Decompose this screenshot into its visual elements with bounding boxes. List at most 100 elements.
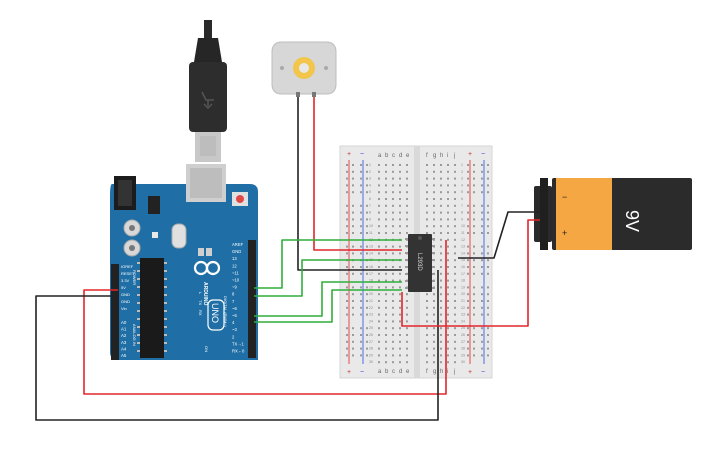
bb-hole bbox=[392, 300, 394, 302]
bb-hole bbox=[392, 279, 394, 282]
wire-battery-red[interactable] bbox=[401, 219, 540, 327]
bb-hole bbox=[426, 204, 428, 207]
wire-5v-red[interactable] bbox=[83, 240, 447, 395]
bb-row-number: 2 bbox=[461, 170, 463, 174]
bb-rail-hole bbox=[481, 300, 483, 302]
bb-hole bbox=[399, 211, 401, 214]
bb-hole bbox=[406, 327, 408, 330]
dc-motor[interactable] bbox=[271, 41, 337, 97]
bb-hole bbox=[406, 164, 408, 166]
bb-rail-hole bbox=[487, 245, 489, 248]
bb-row-number: 26 bbox=[461, 333, 465, 337]
bb-rail-hole bbox=[360, 300, 362, 302]
bb-rail-hole bbox=[366, 327, 368, 330]
bb-rail-hole bbox=[481, 184, 483, 187]
bb-rail-hole bbox=[360, 232, 362, 234]
bb-hole bbox=[440, 306, 442, 309]
bb-hole bbox=[392, 313, 394, 316]
digital-pin-label: 7 bbox=[232, 299, 235, 304]
bb-hole bbox=[406, 293, 408, 296]
bb-hole bbox=[433, 204, 435, 207]
bb-hole bbox=[447, 327, 449, 330]
bb-hole bbox=[385, 340, 387, 343]
bb-hole bbox=[447, 286, 449, 289]
bb-rail-hole bbox=[467, 232, 469, 234]
bb-hole bbox=[385, 245, 387, 248]
bb-col-f-bottom: f bbox=[426, 369, 428, 375]
bb-hole bbox=[385, 232, 387, 234]
bb-rail-hole bbox=[467, 252, 469, 255]
bb-hole bbox=[454, 184, 456, 187]
bb-rail-hole bbox=[366, 211, 368, 214]
arduino-uno[interactable]: ARDUINO UNO TX RX L ON AREFGND1312~11~10… bbox=[110, 164, 258, 360]
bb-hole bbox=[406, 170, 408, 173]
bb-hole bbox=[378, 170, 380, 173]
wire-gnd-black[interactable] bbox=[35, 270, 439, 421]
bb-row-number: 5 bbox=[369, 190, 371, 194]
bb-hole bbox=[447, 198, 449, 200]
bb-rail-hole bbox=[346, 313, 348, 316]
bb-hole bbox=[447, 218, 449, 221]
bb-rail-hole bbox=[360, 313, 362, 316]
bb-hole bbox=[385, 252, 387, 255]
bb-hole bbox=[406, 177, 408, 180]
bb-hole bbox=[433, 184, 435, 187]
bb-hole bbox=[385, 211, 387, 214]
bb-hole bbox=[447, 347, 449, 350]
wire-green-pin5[interactable] bbox=[254, 289, 402, 323]
bb-hole bbox=[378, 198, 380, 200]
digital-pin-label: 13 bbox=[232, 256, 237, 261]
bb-rail-hole bbox=[360, 170, 362, 173]
analog-pin-label: A4 bbox=[121, 346, 127, 351]
wire-motor-black[interactable] bbox=[297, 97, 402, 271]
bb-hole bbox=[385, 184, 387, 187]
bb-row-number: 22 bbox=[461, 306, 465, 310]
wire-battery-black[interactable] bbox=[458, 211, 540, 259]
wire-green-pin9[interactable] bbox=[254, 259, 402, 297]
bb-rail-hole bbox=[487, 327, 489, 330]
bb-hole bbox=[385, 164, 387, 166]
bb-rail-hole bbox=[467, 245, 469, 248]
bb-hole bbox=[440, 361, 442, 364]
battery-9v[interactable]: 9V − + bbox=[534, 178, 692, 250]
bb-col-c: c bbox=[392, 153, 395, 159]
wire-green-pin10[interactable] bbox=[254, 239, 402, 289]
bb-hole bbox=[392, 184, 394, 187]
bb-hole bbox=[447, 252, 449, 255]
bb-hole bbox=[392, 225, 394, 228]
bb-hole bbox=[385, 354, 387, 357]
bb-hole bbox=[454, 204, 456, 207]
bb-row-number: 11 bbox=[369, 231, 373, 235]
bb-hole bbox=[378, 340, 380, 343]
digital-pin-label: GND bbox=[232, 249, 241, 254]
bb-hole bbox=[385, 286, 387, 289]
bb-hole bbox=[399, 354, 401, 357]
bb-rail-hole bbox=[473, 286, 475, 289]
usb-cable[interactable] bbox=[189, 20, 227, 162]
bb-rail-hole bbox=[366, 340, 368, 343]
bb-hole bbox=[440, 198, 442, 200]
bb-rail-hole bbox=[346, 204, 348, 207]
digital-pin-label: AREF bbox=[232, 242, 244, 247]
bb-rail-hole bbox=[366, 218, 368, 221]
bb-rail-hole bbox=[473, 347, 475, 350]
battery-label: 9V bbox=[622, 210, 642, 232]
bb-rail-hole bbox=[366, 354, 368, 357]
bb-hole bbox=[385, 225, 387, 228]
bb-hole bbox=[399, 170, 401, 173]
l-label: L bbox=[198, 292, 203, 295]
wire-green-pin6[interactable] bbox=[254, 281, 402, 317]
bb-hole bbox=[454, 300, 456, 302]
bb-rail-hole bbox=[346, 191, 348, 194]
bb-hole bbox=[447, 204, 449, 207]
breadboard-holes bbox=[346, 164, 489, 364]
bb-hole bbox=[426, 211, 428, 214]
bb-hole bbox=[378, 232, 380, 234]
bb-minus-top-left: − bbox=[360, 151, 364, 158]
l293d-chip[interactable]: L293D bbox=[405, 234, 435, 292]
bb-hole bbox=[433, 313, 435, 316]
bb-hole bbox=[440, 300, 442, 302]
wire-motor-red[interactable] bbox=[313, 97, 402, 251]
bb-rail-hole bbox=[346, 272, 348, 275]
bb-row-number: 12 bbox=[461, 238, 465, 242]
